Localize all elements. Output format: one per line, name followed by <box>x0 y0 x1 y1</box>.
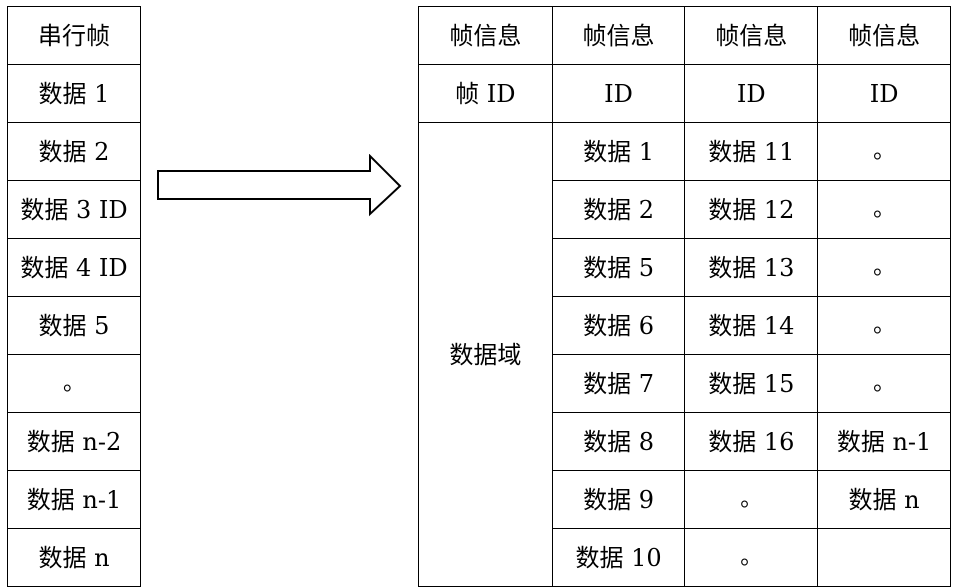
frame-data-cell: 数据 14 <box>684 296 819 355</box>
frame-id-cell: ID <box>684 64 819 123</box>
frame-info-header: 帧信息 <box>817 6 951 65</box>
frame-data-cell: 。 <box>684 470 819 529</box>
frame-data-cell: 数据 8 <box>551 412 686 471</box>
serial-frame-cell: 数据 1 <box>7 64 141 123</box>
frame-data-cell: 数据 1 <box>551 122 686 181</box>
frame-data-cell: 数据 n <box>817 470 951 529</box>
serial-frame-table: 串行帧 数据 1 数据 2 数据 3 ID 数据 4 ID 数据 5 。 数据 … <box>7 6 141 587</box>
frame-info-header: 帧信息 <box>551 6 686 65</box>
serial-frame-header: 串行帧 <box>7 6 141 65</box>
frame-info-header: 帧信息 <box>684 6 819 65</box>
serial-frame-cell: 数据 4 ID <box>7 238 141 297</box>
frame-data-cell: 数据 10 <box>551 528 686 587</box>
frame-data-cell: 数据 5 <box>551 238 686 297</box>
frame-data-cell: 数据 11 <box>684 122 819 181</box>
frame-data-cell: 。 <box>684 528 819 587</box>
frame-data-cell: 数据 13 <box>684 238 819 297</box>
right-arrow-icon <box>157 154 402 217</box>
serial-frame-cell: 数据 n-1 <box>7 470 141 529</box>
frame-info-header: 帧信息 <box>418 6 553 65</box>
frame-data-cell: 。 <box>817 180 951 239</box>
frame-data-cell: 数据 6 <box>551 296 686 355</box>
frame-data-cell: 数据 2 <box>551 180 686 239</box>
data-field-label: 数据域 <box>418 122 553 587</box>
serial-frame-cell: 数据 2 <box>7 122 141 181</box>
frame-id-cell: 帧 ID <box>418 64 553 123</box>
frame-data-cell: 。 <box>817 238 951 297</box>
serial-frame-cell: 数据 5 <box>7 296 141 355</box>
frame-data-cell: 数据 9 <box>551 470 686 529</box>
frame-data-cell: 数据 7 <box>551 354 686 413</box>
frame-data-cell <box>817 528 951 587</box>
frame-data-cell: 数据 n-1 <box>817 412 951 471</box>
frame-id-cell: ID <box>817 64 951 123</box>
serial-frame-cell: 。 <box>7 354 141 413</box>
frames-table: 帧信息 帧信息 帧信息 帧信息 帧 ID ID ID ID 数据域 数据 1 数… <box>418 6 951 587</box>
frame-data-cell: 数据 16 <box>684 412 819 471</box>
frame-data-cell: 数据 15 <box>684 354 819 413</box>
frame-data-cell: 。 <box>817 354 951 413</box>
frame-data-cell: 。 <box>817 296 951 355</box>
serial-frame-cell: 数据 n <box>7 528 141 587</box>
frame-id-cell: ID <box>551 64 686 123</box>
serial-frame-cell: 数据 n-2 <box>7 412 141 471</box>
serial-frame-cell: 数据 3 ID <box>7 180 141 239</box>
frame-data-cell: 。 <box>817 122 951 181</box>
frame-data-cell: 数据 12 <box>684 180 819 239</box>
